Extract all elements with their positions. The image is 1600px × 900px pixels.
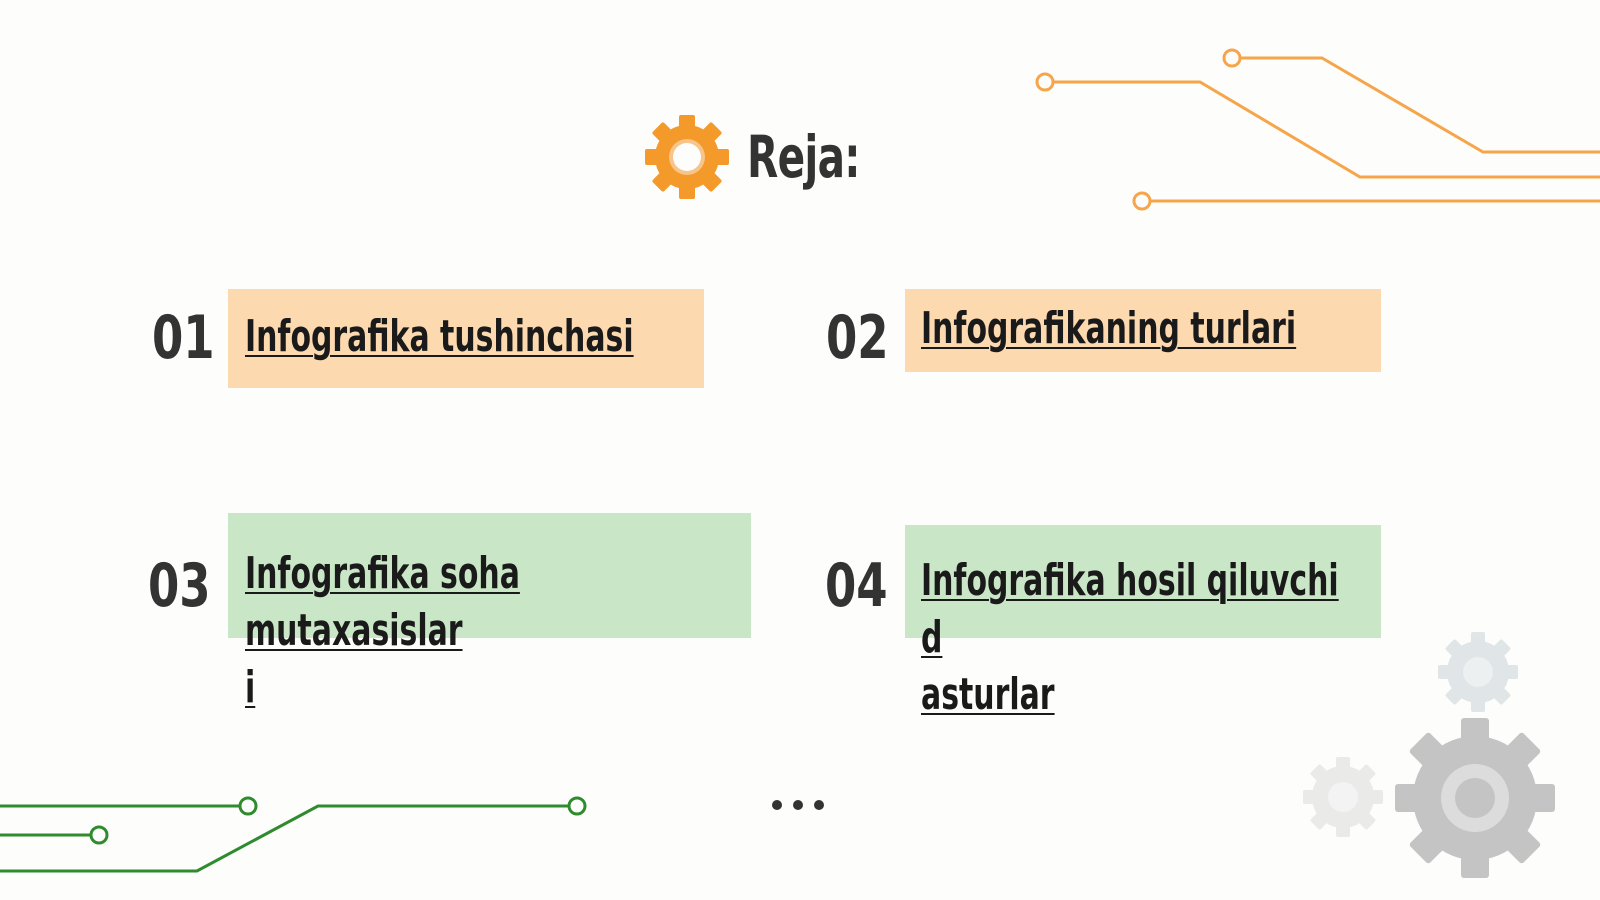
item-box (905, 289, 1381, 372)
ellipsis-dot (793, 800, 803, 810)
circuit-node (1035, 72, 1055, 92)
item-number: 01 (152, 303, 215, 373)
circuit-line (0, 804, 568, 873)
item-link-2[interactable]: Infografikaning turlari (921, 303, 1297, 354)
orange-circuit-lines (1035, 48, 1600, 211)
gear-icon (645, 115, 729, 199)
circuit-node (89, 825, 109, 845)
ellipsis-dot (772, 800, 782, 810)
green-circuit-lines (0, 796, 587, 873)
item-box (905, 525, 1381, 638)
circuit-node (238, 796, 258, 816)
item-link-3[interactable]: Infografika soha mutaxasislar i (245, 548, 520, 713)
circuit-node (567, 796, 587, 816)
circuit-line (1240, 56, 1600, 154)
circuit-node (1132, 191, 1152, 211)
item-number: 03 (148, 551, 211, 621)
gear-icon (1303, 757, 1383, 837)
ellipsis-dot (814, 800, 824, 810)
circuit-line (1045, 80, 1600, 179)
item-number: 02 (826, 303, 889, 373)
gear-icon (1438, 632, 1518, 712)
item-number: 04 (825, 551, 888, 621)
title-block: Reja: (645, 112, 908, 202)
gear-icon (1395, 718, 1555, 878)
item-box (228, 513, 751, 638)
circuit-node (1222, 48, 1242, 68)
item-box (228, 289, 704, 388)
ellipsis-icon (772, 800, 824, 810)
slide-title: Reja: (747, 123, 861, 191)
item-link-4[interactable]: Infografika hosil qiluvchi d asturlar (921, 555, 1339, 720)
item-link-1[interactable]: Infografika tushinchasi (245, 311, 634, 362)
